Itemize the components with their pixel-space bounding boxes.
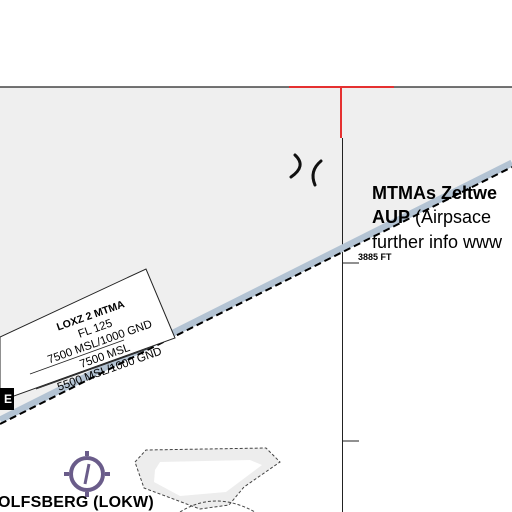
- reporting-point-icon: [289, 153, 323, 187]
- boundary-band: [0, 159, 512, 424]
- notice-aup-label: AUP: [372, 207, 411, 227]
- notice-aup-line: AUP (Airpsace: [372, 207, 491, 228]
- aerodrome-outline: [179, 500, 256, 512]
- notice-title: MTMAs Zeltwe: [372, 183, 498, 203]
- notice-info-line: further info www: [372, 232, 503, 252]
- mtma-dividers: [29, 339, 151, 390]
- mtma-label-box: [0, 268, 176, 402]
- red-marker-icon: [289, 86, 394, 138]
- elevation-label: 3885 FT: [358, 252, 392, 262]
- airspace-class-tag: E: [0, 388, 14, 410]
- notice-aup-text: (Airpsace: [410, 207, 492, 227]
- airspace-dashed-boundary: [0, 166, 512, 425]
- restricted-area: [134, 447, 281, 510]
- aerodrome-icon[interactable]: [64, 451, 110, 497]
- aerodrome-label[interactable]: OLFSBERG (LOKW): [0, 494, 154, 511]
